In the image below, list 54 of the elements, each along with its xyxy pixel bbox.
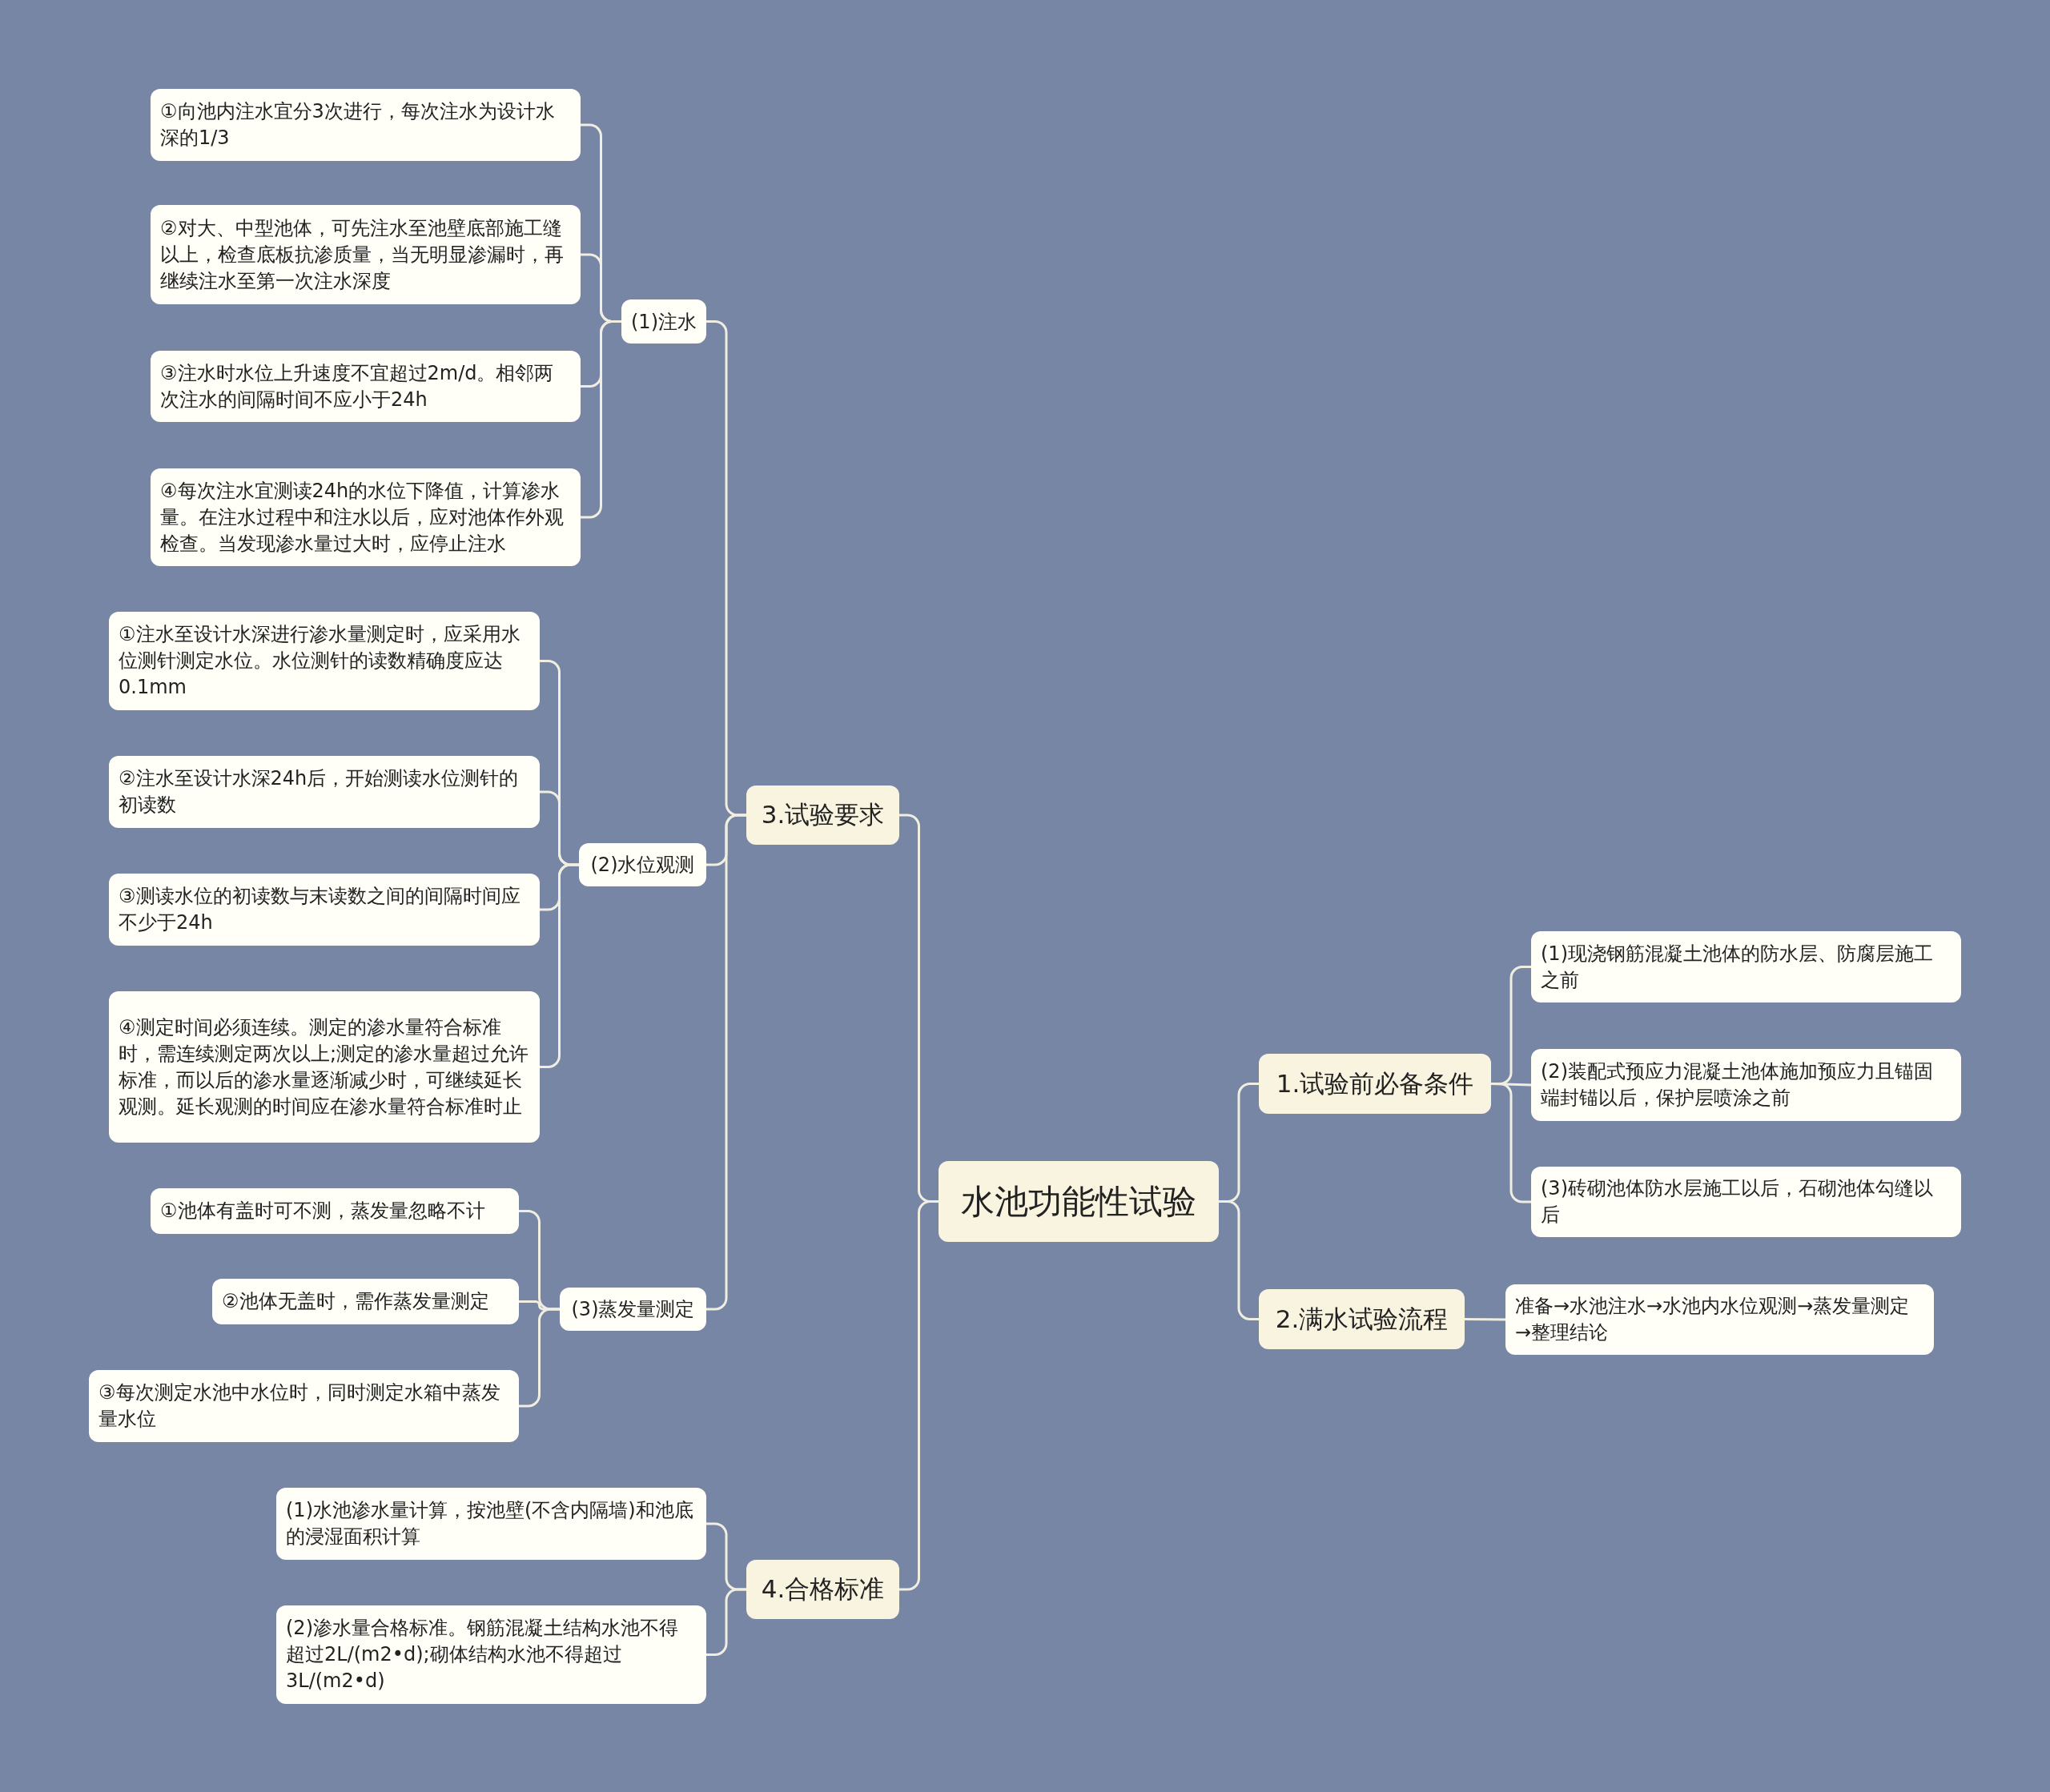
- detail-box: [109, 612, 540, 710]
- node-text: ③注水时水位上升速度不宜超过2m/d。相邻两次注水的间隔时间不应小于24h: [160, 360, 555, 412]
- node-text: 1.试验前必备条件: [1276, 1067, 1474, 1099]
- node-text: 2.满水试验流程: [1275, 1303, 1449, 1335]
- node-text: ①向池内注水宜分3次进行，每次注水为设计水深的1/3: [160, 99, 556, 151]
- node-text: (1)水池渗水量计算，按池壁(不含内隔墙)和池底的浸湿面积计算: [286, 1498, 694, 1549]
- topic-box: [1259, 1289, 1465, 1349]
- node-text: ④测定时间必须连续。测定的渗水量符合标准时，需连续测定两次以上;测定的渗水量超过允许标准，而以后的渗水量逐渐减少时，可继续延长观测。延长观测的时间应在渗水量符合标准时止: [119, 1015, 530, 1119]
- node-text: ③测读水位的初读数与末读数之间的间隔时间应不少于24h: [119, 884, 521, 935]
- node-text: (1)现浇钢筋混凝土池体的防水层、防腐层施工之前: [1541, 941, 1934, 993]
- node-text: 准备→水池注水→水池内水位观测→蒸发量测定→整理结论: [1515, 1294, 1911, 1345]
- detail-box: [89, 1370, 519, 1442]
- node-text: ①池体有盖时可不测，蒸发量忽略不计: [160, 1199, 485, 1223]
- node-text: ①注水至设计水深进行渗水量测定时，应采用水位测针测定水位。水位测针的读数精确度应达0.1mm: [119, 622, 521, 700]
- detail-box: [212, 1279, 519, 1324]
- connector-line: [540, 863, 579, 1068]
- detail-box: [276, 1488, 706, 1560]
- topic-box: [746, 1560, 899, 1619]
- node-text: (2)水位观测: [590, 853, 695, 878]
- node-text: (3)砖砌池体防水层施工以后，石砌池体勾缝以后: [1541, 1176, 1934, 1227]
- detail-box: [151, 89, 581, 161]
- subtopic-box: [560, 1288, 706, 1331]
- detail-box: [151, 1188, 519, 1234]
- connector-line: [1465, 1318, 1505, 1321]
- detail-box: [1531, 1167, 1961, 1237]
- detail-box: [1531, 931, 1961, 1002]
- connector-line: [1491, 1083, 1531, 1203]
- topic-box: [746, 786, 899, 845]
- node-text: 4.合格标准: [761, 1573, 885, 1605]
- node-text: ②对大、中型池体，可先注水至池壁底部施工缝以上，检查底板抗渗质量，当无明显渗漏时，再继续注水至第一次注水深度: [160, 215, 565, 294]
- node-text: ④每次注水宜测读24h的水位下降值，计算渗水量。在注水过程中和注水以后，应对池体作外观检查。当发现渗水量过大时，应停止注水: [160, 478, 565, 556]
- detail-box: [151, 351, 581, 422]
- node-text: 3.试验要求: [761, 799, 885, 830]
- detail-box: [1505, 1284, 1934, 1355]
- central-topic-box: [939, 1161, 1219, 1242]
- subtopic-box: [621, 299, 706, 344]
- detail-box: [151, 205, 581, 304]
- subtopic-box: [579, 843, 706, 886]
- node-text: ②注水至设计水深24h后，开始测读水位测针的初读数: [119, 766, 520, 818]
- node-text: (2)装配式预应力混凝土池体施加预应力且锚固端封锚以后，保护层喷涂之前: [1541, 1059, 1934, 1111]
- node-text: ③每次测定水池中水位时，同时测定水箱中蒸发量水位: [98, 1380, 501, 1432]
- detail-box: [151, 468, 581, 566]
- detail-box: [1531, 1049, 1961, 1121]
- node-text: ②池体无盖时，需作蒸发量测定: [222, 1289, 489, 1314]
- node-text: (2)渗水量合格标准。钢筋混凝土结构水池不得超过2L/(m2•d);砌体结构水池不得超过3L/(m2•d): [286, 1616, 679, 1694]
- detail-box: [109, 991, 540, 1143]
- connector-line: [899, 1200, 939, 1591]
- node-text: (1)注水: [631, 309, 697, 335]
- topic-box: [1259, 1054, 1491, 1114]
- detail-box: [276, 1605, 706, 1704]
- detail-box: [109, 874, 540, 946]
- node-text: (3)蒸发量测定: [571, 1297, 695, 1322]
- detail-box: [109, 756, 540, 828]
- node-text: 水池功能性试验: [961, 1180, 1196, 1223]
